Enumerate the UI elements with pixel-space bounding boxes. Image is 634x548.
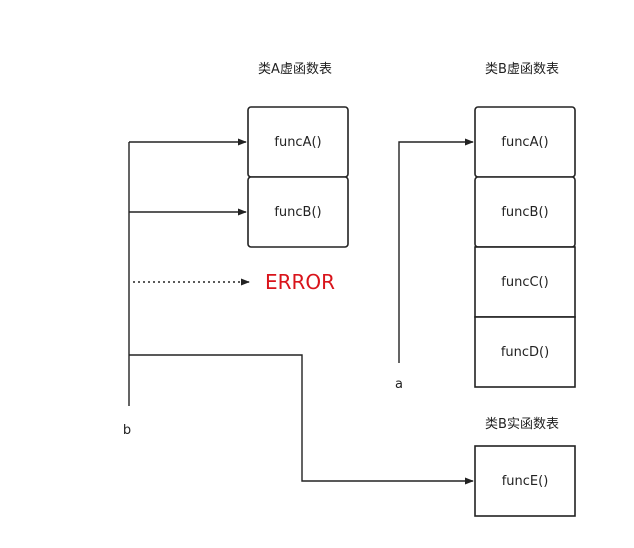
table-b-title: 类B虚函数表 [485,62,559,77]
table-b-real-entry-1-box [474,445,576,517]
pointer-a-label: a [395,377,403,392]
table-a-entry-1-label: funcA() [274,135,321,150]
table-b-real-title: 类B实函数表 [485,417,559,432]
arrow-b-to-funcE [129,354,474,485]
table-b: funcA() funcB() funcC() funcD() [474,106,576,388]
error-label: ERROR [265,270,335,294]
table-b-entry-3-box [474,246,576,318]
table-a-title: 类A虚函数表 [258,62,332,77]
table-b-entry-4-box [474,316,576,388]
pointer-b-connectors [128,138,474,485]
table-a-entry-2-box [247,176,349,248]
table-b-real-entry-1-label: funcE() [502,474,549,489]
table-b-entry-2-label: funcB() [501,205,548,220]
table-b-entry-4-label: funcD() [501,345,549,360]
table-b-real: funcE() [474,445,576,517]
table-a: funcA() funcB() [247,106,349,248]
table-b-entry-1-label: funcA() [501,135,548,150]
arrow-a-to-funcA [398,138,474,363]
pointer-a-connectors [398,138,474,363]
table-a-entry-2-label: funcB() [274,205,321,220]
table-b-entry-3-label: funcC() [501,275,548,290]
pointer-b-label: b [123,423,131,438]
